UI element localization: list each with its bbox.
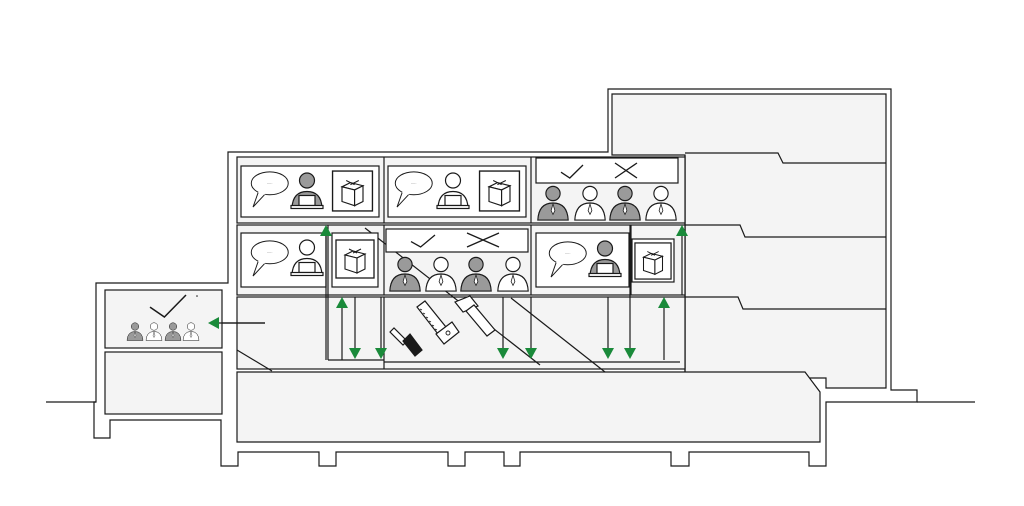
flow-arrow-icon (602, 297, 614, 359)
decision-board (385, 228, 529, 253)
check-icon (149, 294, 187, 318)
speech-bubble-icon: ..... (250, 239, 290, 277)
speech-bubble-icon: ..... (548, 240, 588, 278)
screwdriver-icon (389, 327, 423, 357)
speech-bubble-icon: ..... (394, 170, 434, 208)
box-icon (331, 170, 374, 212)
flow-arrow-icon (208, 317, 265, 329)
flow-arrow-icon (497, 297, 509, 359)
annex-lower-room (104, 351, 223, 415)
basement (236, 371, 821, 443)
flow-arrow-icon (349, 297, 361, 359)
bubble-text: ..... (267, 249, 273, 254)
bubble-text: ..... (267, 180, 273, 185)
box-icon (634, 242, 672, 280)
bubble-text: ..... (565, 250, 571, 255)
partitions (222, 157, 680, 373)
saw-icon (416, 300, 460, 345)
flow-arrow-icon (375, 297, 387, 359)
bubble-text: ..... (411, 180, 417, 185)
dot-mark (196, 295, 198, 297)
cross-icon (614, 162, 638, 179)
flow-arrow-icon (658, 297, 670, 360)
workshop-floor (328, 359, 680, 363)
box-icon (478, 170, 521, 212)
building-outer-wall (93, 88, 918, 467)
tower-slab (685, 296, 886, 310)
flow-arrow-icon (676, 225, 688, 295)
tower-interior (611, 93, 887, 389)
annex-upper-room (104, 289, 223, 349)
check-icon (560, 164, 584, 179)
flow-arrow-icon (525, 297, 537, 359)
flow-arrow-icon (320, 225, 332, 360)
hammer-icon (454, 295, 496, 337)
speech-bubble-icon: ..... (250, 170, 290, 208)
tower-slab (685, 152, 886, 164)
flow-arrow-icon (624, 225, 636, 359)
stair-line (236, 349, 273, 372)
decision-board (535, 157, 679, 184)
tower-slab (685, 224, 886, 238)
box-icon (335, 239, 375, 279)
check-icon (410, 234, 436, 248)
flow-arrow-icon (336, 297, 348, 360)
cross-icon (466, 232, 500, 248)
stair-line (510, 297, 606, 373)
